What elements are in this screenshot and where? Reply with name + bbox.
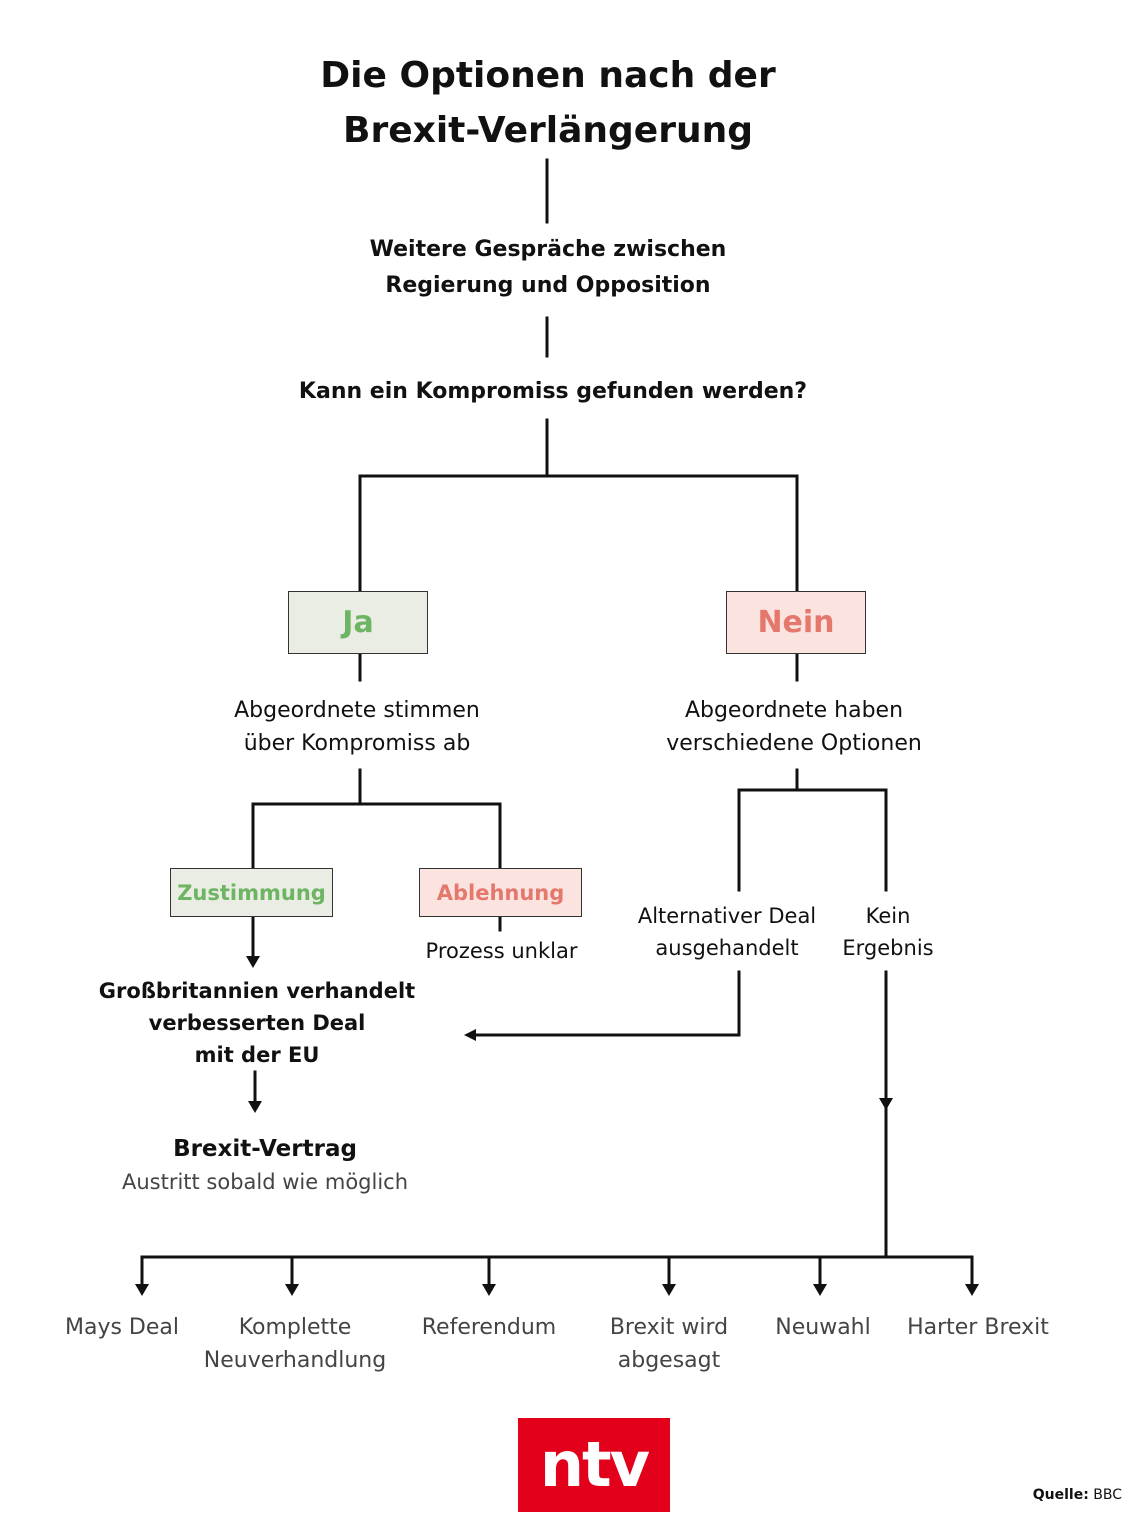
arrow-option-6	[965, 1284, 979, 1296]
line-alt-deal-to-result	[472, 970, 741, 1037]
ja-box: Ja	[288, 591, 428, 654]
talks-node: Weitere Gespräche zwischen Regierung und…	[369, 237, 727, 298]
line-options-branch-none	[795, 788, 888, 892]
line-question-branch	[358, 418, 549, 592]
option-hard-brexit: Harter Brexit	[907, 1315, 1049, 1340]
kein-ergebnis-node: Kein Ergebnis	[842, 904, 934, 960]
option-brexit-cancelled: Brexit wird abgesagt	[609, 1315, 729, 1373]
arrow-kein-ergebnis	[879, 1098, 893, 1110]
zustimmung-box: Zustimmung	[170, 868, 333, 917]
ntv-logo-text: ntv	[539, 1428, 650, 1501]
arrow-alt-deal	[464, 1029, 476, 1041]
source-value: BBC	[1093, 1487, 1122, 1503]
option-mays-deal: Mays Deal	[64, 1315, 179, 1340]
option-election: Neuwahl	[775, 1315, 871, 1340]
arrow-option-1	[135, 1284, 149, 1296]
vote-node: Abgeordnete stimmen über Kompromiss ab	[234, 698, 480, 756]
source-credit: Quelle: BBC	[1033, 1486, 1122, 1504]
question-node: Kann ein Kompromiss gefunden werden?	[298, 379, 808, 404]
alt-deal-node: Alternativer Deal ausgehandelt	[637, 904, 817, 960]
arrow-option-4	[662, 1284, 676, 1296]
nein-box: Nein	[726, 591, 866, 654]
line-options-branch	[737, 768, 799, 892]
options-node: Abgeordnete haben verschiedene Optionen	[666, 698, 922, 756]
option-referendum: Referendum	[421, 1315, 557, 1340]
brexit-treaty-node: Brexit-Vertrag Austritt sobald wie mögli…	[121, 1136, 409, 1194]
line-vote-branch	[251, 768, 362, 870]
arrow-option-2	[285, 1284, 299, 1296]
line-vote-branch-reject	[358, 802, 502, 870]
uk-negotiates-node: Großbritannien verhandelt verbesserten D…	[98, 979, 416, 1067]
ablehnung-box: Ablehnung	[419, 868, 582, 917]
option-renegotiation: Komplette Neuverhandlung	[203, 1315, 387, 1373]
arrow-zustimmung	[246, 956, 260, 968]
arrow-option-3	[482, 1284, 496, 1296]
ntv-logo: ntv	[518, 1418, 670, 1512]
arrow-result	[248, 1101, 262, 1113]
line-question-branch-no	[545, 474, 799, 592]
arrow-option-5	[813, 1284, 827, 1296]
source-label: Quelle:	[1032, 1487, 1089, 1503]
page-title: Die Optionen nach der Brexit-Verlängerun…	[320, 55, 776, 151]
process-unclear: Prozess unklar	[425, 939, 578, 963]
